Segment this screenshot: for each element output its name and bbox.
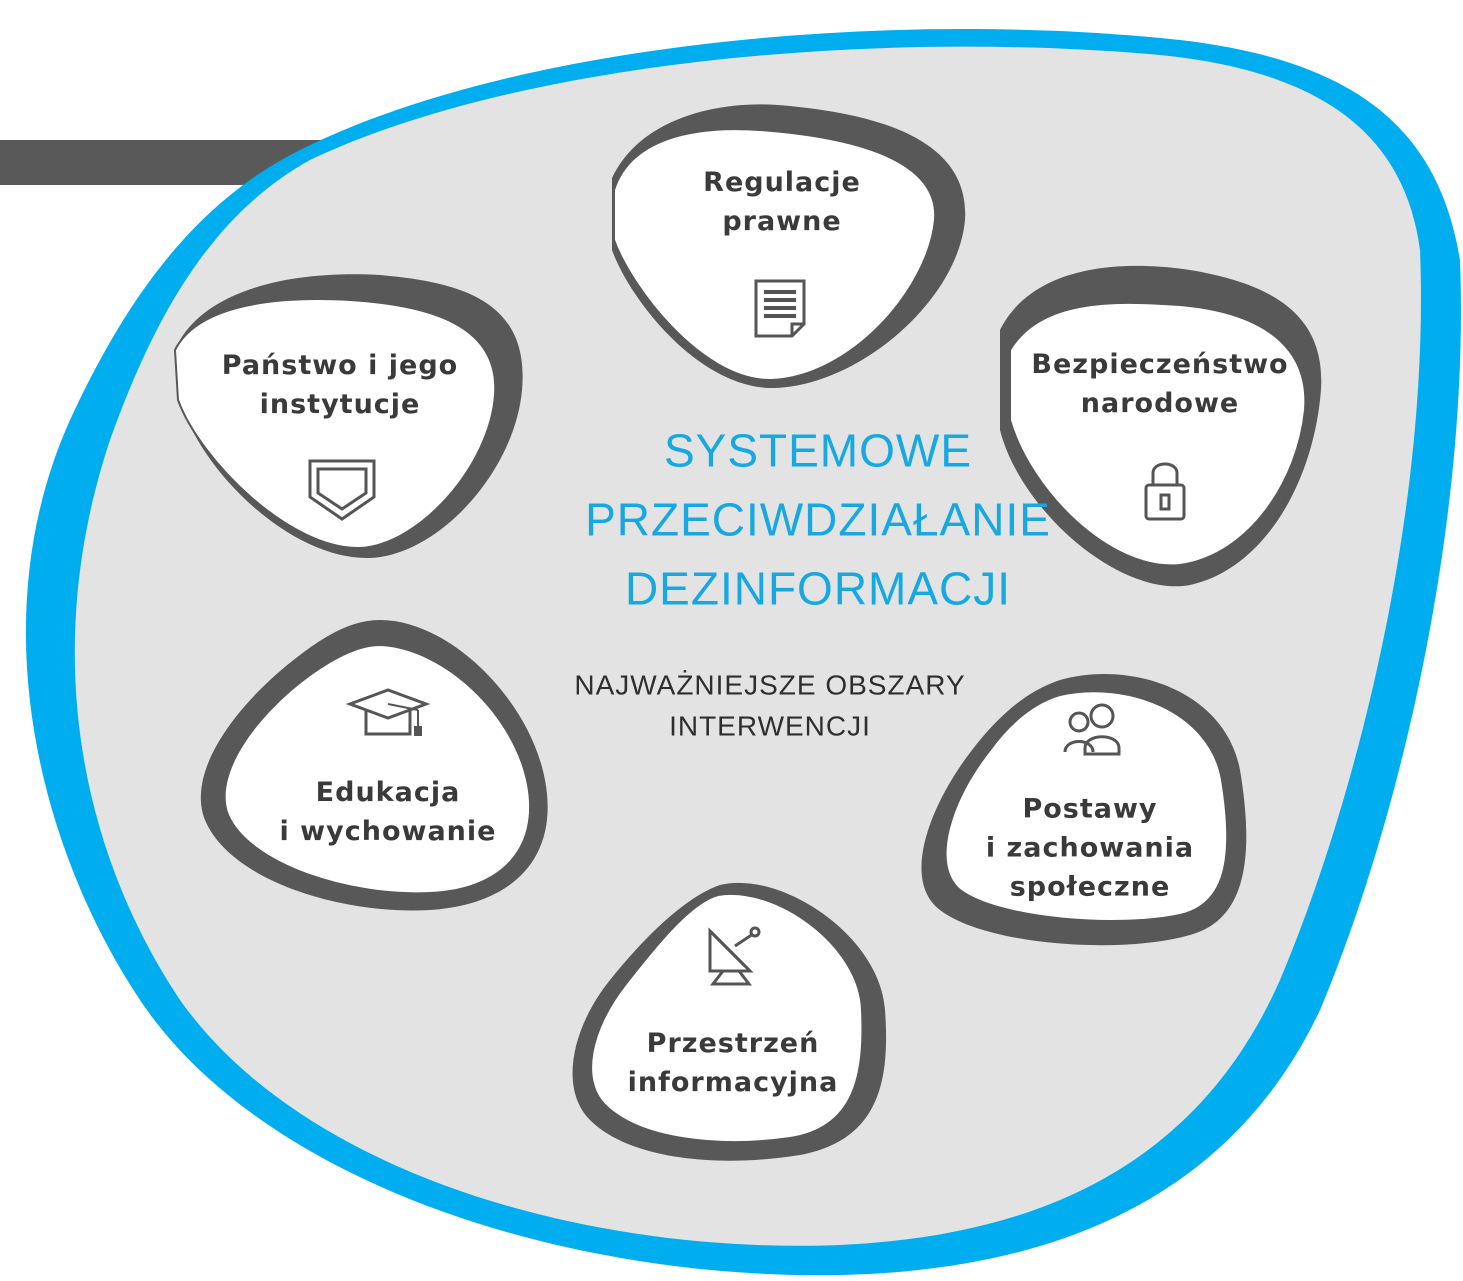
area-label-panstwo: Państwo i jego instytucje [222, 346, 458, 424]
area-label-postawy: Postawy i zachowania społeczne [986, 789, 1194, 906]
padlock-icon [1144, 462, 1186, 521]
area-label-line: narodowe [1080, 388, 1240, 419]
shield-icon [308, 459, 376, 521]
pick-regulacje [613, 128, 937, 382]
area-label-line: Państwo i jego [221, 349, 459, 381]
subtitle-line: NAJWAŻNIEJSZE OBSZARY [574, 669, 966, 701]
main-title-line: DEZINFORMACJI [624, 562, 1012, 615]
main-title: SYSTEMOWE PRZECIWDZIAŁANIE DEZINFORMACJI [585, 417, 1051, 624]
pick-postawy [944, 690, 1229, 923]
area-label-line: Bezpieczeństwo [1031, 348, 1289, 380]
main-title-line: SYSTEMOWE [663, 424, 973, 477]
pick-bezpieczenstwo [1009, 301, 1307, 567]
graduation-cap-icon [346, 688, 430, 736]
area-label-line: instytucje [259, 389, 421, 420]
pick-edukacja [223, 643, 532, 895]
area-label-line: informacyjna [627, 1067, 839, 1098]
area-label-line: Regulacje [703, 166, 861, 198]
area-label-line: Edukacja [315, 776, 461, 808]
area-label-edukacja: Edukacja i wychowanie [280, 773, 497, 851]
area-label-line: i wychowanie [279, 816, 497, 847]
area-label-przestrzen: Przestrzeń informacyjna [628, 1024, 839, 1102]
area-label-line: i zachowania [985, 832, 1195, 864]
main-title-line: PRZECIWDZIAŁANIE [585, 493, 1051, 546]
area-label-line: prawne [722, 206, 842, 237]
people-icon [1063, 703, 1121, 756]
area-label-bezpieczenstwo: Bezpieczeństwo narodowe [1031, 345, 1288, 423]
subtitle: NAJWAŻNIEJSZE OBSZARY INTERWENCJI [574, 665, 965, 746]
pick-przestrzen [590, 892, 864, 1143]
area-label-regulacje: Regulacje prawne [703, 163, 861, 241]
document-icon [754, 279, 806, 338]
area-label-line: społeczne [1009, 871, 1171, 903]
subtitle-line: INTERWENCJI [669, 710, 871, 741]
pick-panstwo [173, 298, 497, 550]
area-label-line: Postawy [1022, 793, 1158, 825]
satellite-dish-icon [708, 926, 761, 986]
area-label-line: Przestrzeń [646, 1027, 820, 1059]
